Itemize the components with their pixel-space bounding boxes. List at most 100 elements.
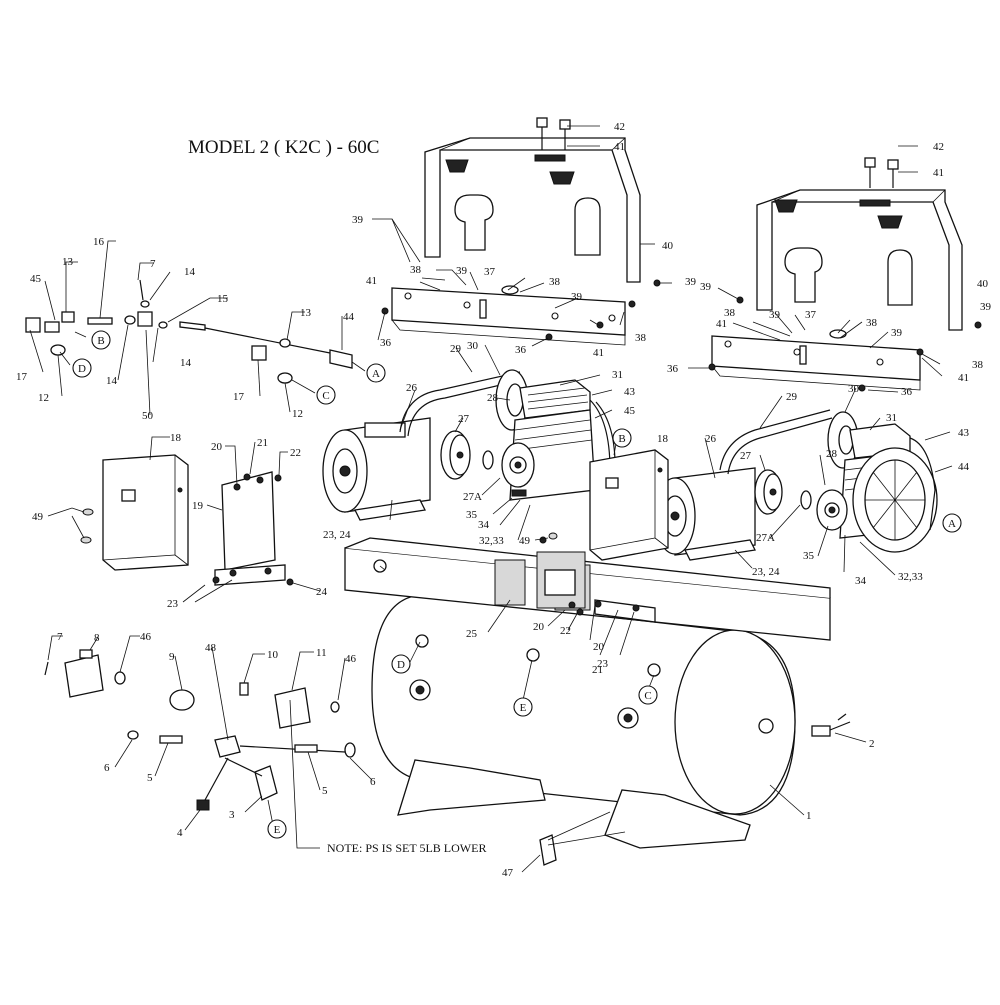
- callout-A-top-left: A: [366, 363, 386, 383]
- callout-A-right: A: [942, 513, 962, 533]
- label-17b: 17: [233, 391, 245, 403]
- label-42b: 42: [933, 141, 944, 153]
- label-6a: 6: [104, 762, 110, 774]
- label-35a: 35: [466, 509, 478, 521]
- label-36b: 36: [515, 344, 527, 356]
- label-46b: 46: [345, 653, 357, 665]
- label-18b: 18: [657, 433, 669, 445]
- label-12b: 12: [292, 408, 303, 420]
- unloader-tubing-assembly: [25, 279, 353, 384]
- belt-guard-right: [756, 189, 963, 331]
- label-37b: 37: [805, 309, 817, 321]
- label-23a: 23: [167, 598, 179, 610]
- label-49a: 49: [32, 511, 44, 523]
- svg-text:B: B: [618, 433, 625, 445]
- svg-text:C: C: [322, 390, 329, 402]
- label-23-24b: 23, 24: [752, 566, 780, 578]
- label-14a: 14: [184, 266, 196, 278]
- callout-D-left: D: [72, 358, 92, 378]
- label-39c: 39: [571, 291, 583, 303]
- svg-text:A: A: [948, 518, 956, 530]
- label-27A-a: 27A: [463, 491, 482, 503]
- label-20b: 20: [533, 621, 545, 633]
- svg-text:C: C: [644, 690, 651, 702]
- label-41d: 41: [933, 167, 944, 179]
- label-11: 11: [316, 647, 327, 659]
- label-5a: 5: [147, 772, 153, 784]
- label-1: 1: [806, 810, 812, 822]
- guard-fasteners: [381, 117, 982, 392]
- label-34a: 34: [478, 519, 490, 531]
- callout-C-left: C: [316, 385, 336, 405]
- label-39a: 39: [352, 214, 364, 226]
- label-9: 9: [169, 651, 175, 663]
- callout-D-tank: D: [391, 654, 411, 674]
- label-14c: 14: [180, 357, 192, 369]
- pressure-switch-note: NOTE: PS IS SET 5LB LOWER: [327, 841, 486, 855]
- label-24: 24: [316, 586, 328, 598]
- svg-text:D: D: [78, 363, 86, 375]
- control-box-left: [102, 454, 189, 571]
- air-tank: [371, 594, 851, 849]
- label-22a: 22: [290, 447, 301, 459]
- svg-text:A: A: [372, 368, 380, 380]
- label-6b: 6: [370, 776, 376, 788]
- label-36c: 36: [667, 363, 679, 375]
- label-23-24a: 23, 24: [323, 529, 351, 541]
- label-26a: 26: [406, 382, 418, 394]
- label-43a: 43: [624, 386, 636, 398]
- label-21a: 21: [257, 437, 268, 449]
- guard-bracket-right: [711, 335, 921, 391]
- label-35b: 35: [803, 550, 815, 562]
- label-31a: 31: [612, 369, 623, 381]
- label-7a: 7: [57, 631, 63, 643]
- label-37a: 37: [484, 266, 496, 278]
- label-41f: 41: [958, 372, 969, 384]
- label-38c: 38: [635, 332, 647, 344]
- control-box-right: [589, 449, 669, 561]
- callout-E-manifold: E: [267, 819, 287, 839]
- svg-text:E: E: [520, 702, 527, 714]
- label-16: 16: [93, 236, 105, 248]
- label-38d: 38: [724, 307, 736, 319]
- label-28b: 28: [826, 448, 838, 460]
- label-27b: 27: [740, 450, 752, 462]
- callout-B-pump: B: [612, 428, 632, 448]
- label-34b: 34: [855, 575, 867, 587]
- label-20a: 20: [211, 441, 223, 453]
- callout-E-tank: E: [513, 697, 533, 717]
- motor-left: [322, 417, 431, 521]
- label-43b: 43: [958, 427, 970, 439]
- callout-C-tank: C: [638, 685, 658, 705]
- label-7b: 7: [150, 258, 156, 270]
- label-39d: 39: [685, 276, 697, 288]
- belt-guard-left: [424, 137, 641, 283]
- label-15: 15: [217, 293, 229, 305]
- center-mount-plate: [536, 536, 656, 623]
- label-42a: 42: [614, 121, 625, 133]
- label-14b: 14: [106, 375, 118, 387]
- label-30b: 30: [848, 383, 860, 395]
- label-38b: 38: [549, 276, 561, 288]
- label-38a: 38: [410, 264, 422, 276]
- label-25: 25: [466, 628, 478, 640]
- svg-text:D: D: [397, 659, 405, 671]
- label-39e: 39: [700, 281, 712, 293]
- label-38e: 38: [866, 317, 878, 329]
- pressure-switch-manifold: [44, 649, 356, 811]
- drive-belts: [399, 371, 833, 475]
- label-17a: 17: [16, 371, 28, 383]
- label-29a: 29: [450, 343, 462, 355]
- label-45a: 45: [30, 273, 42, 285]
- label-22b: 22: [560, 625, 571, 637]
- label-39h: 39: [980, 301, 992, 313]
- label-50: 50: [142, 410, 154, 422]
- label-2: 2: [869, 738, 875, 750]
- part-number-labels: 1 2 3 4 5 5 6 6 7 7 8 9 10 11 12 12 13 1…: [16, 121, 992, 879]
- label-44a: 44: [343, 311, 355, 323]
- label-32-33b: 32,33: [898, 571, 923, 583]
- label-46a: 46: [140, 631, 152, 643]
- label-19: 19: [192, 500, 204, 512]
